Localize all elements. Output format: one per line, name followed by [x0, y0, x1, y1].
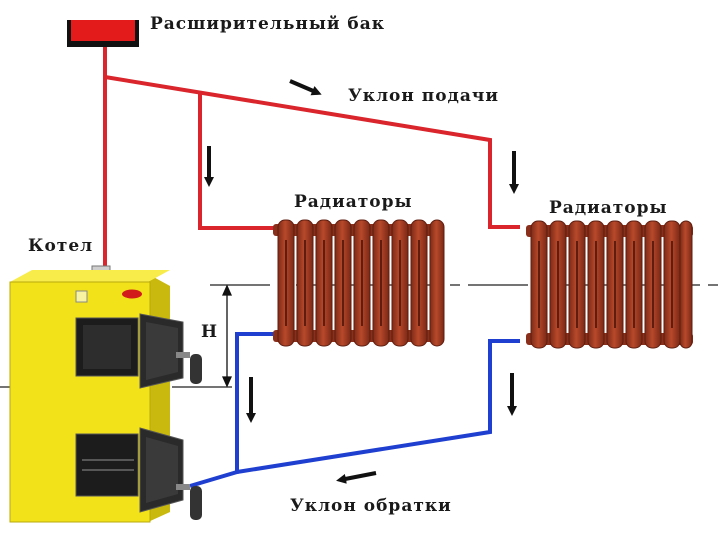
flow-arrows	[204, 79, 519, 484]
radiators-right-label: Радиаторы	[549, 198, 668, 218]
supply-pipe	[103, 47, 520, 272]
return-pipe	[189, 332, 520, 488]
expansion-tank	[67, 20, 139, 47]
boiler	[9, 265, 202, 523]
radiator-right	[526, 220, 693, 349]
height-marker	[221, 284, 233, 388]
boiler-label: Котел	[28, 236, 94, 256]
radiator-left	[273, 219, 445, 347]
arrow-supply-right	[289, 79, 322, 96]
expansion-tank-label: Расширительный бак	[150, 14, 386, 34]
arrow-return-left	[336, 471, 377, 484]
height-marker-label: H	[201, 322, 219, 342]
return-slope-label: Уклон обратки	[290, 496, 452, 516]
supply-slope-label: Уклон подачи	[348, 86, 499, 106]
radiators-left-label: Радиаторы	[294, 192, 413, 212]
